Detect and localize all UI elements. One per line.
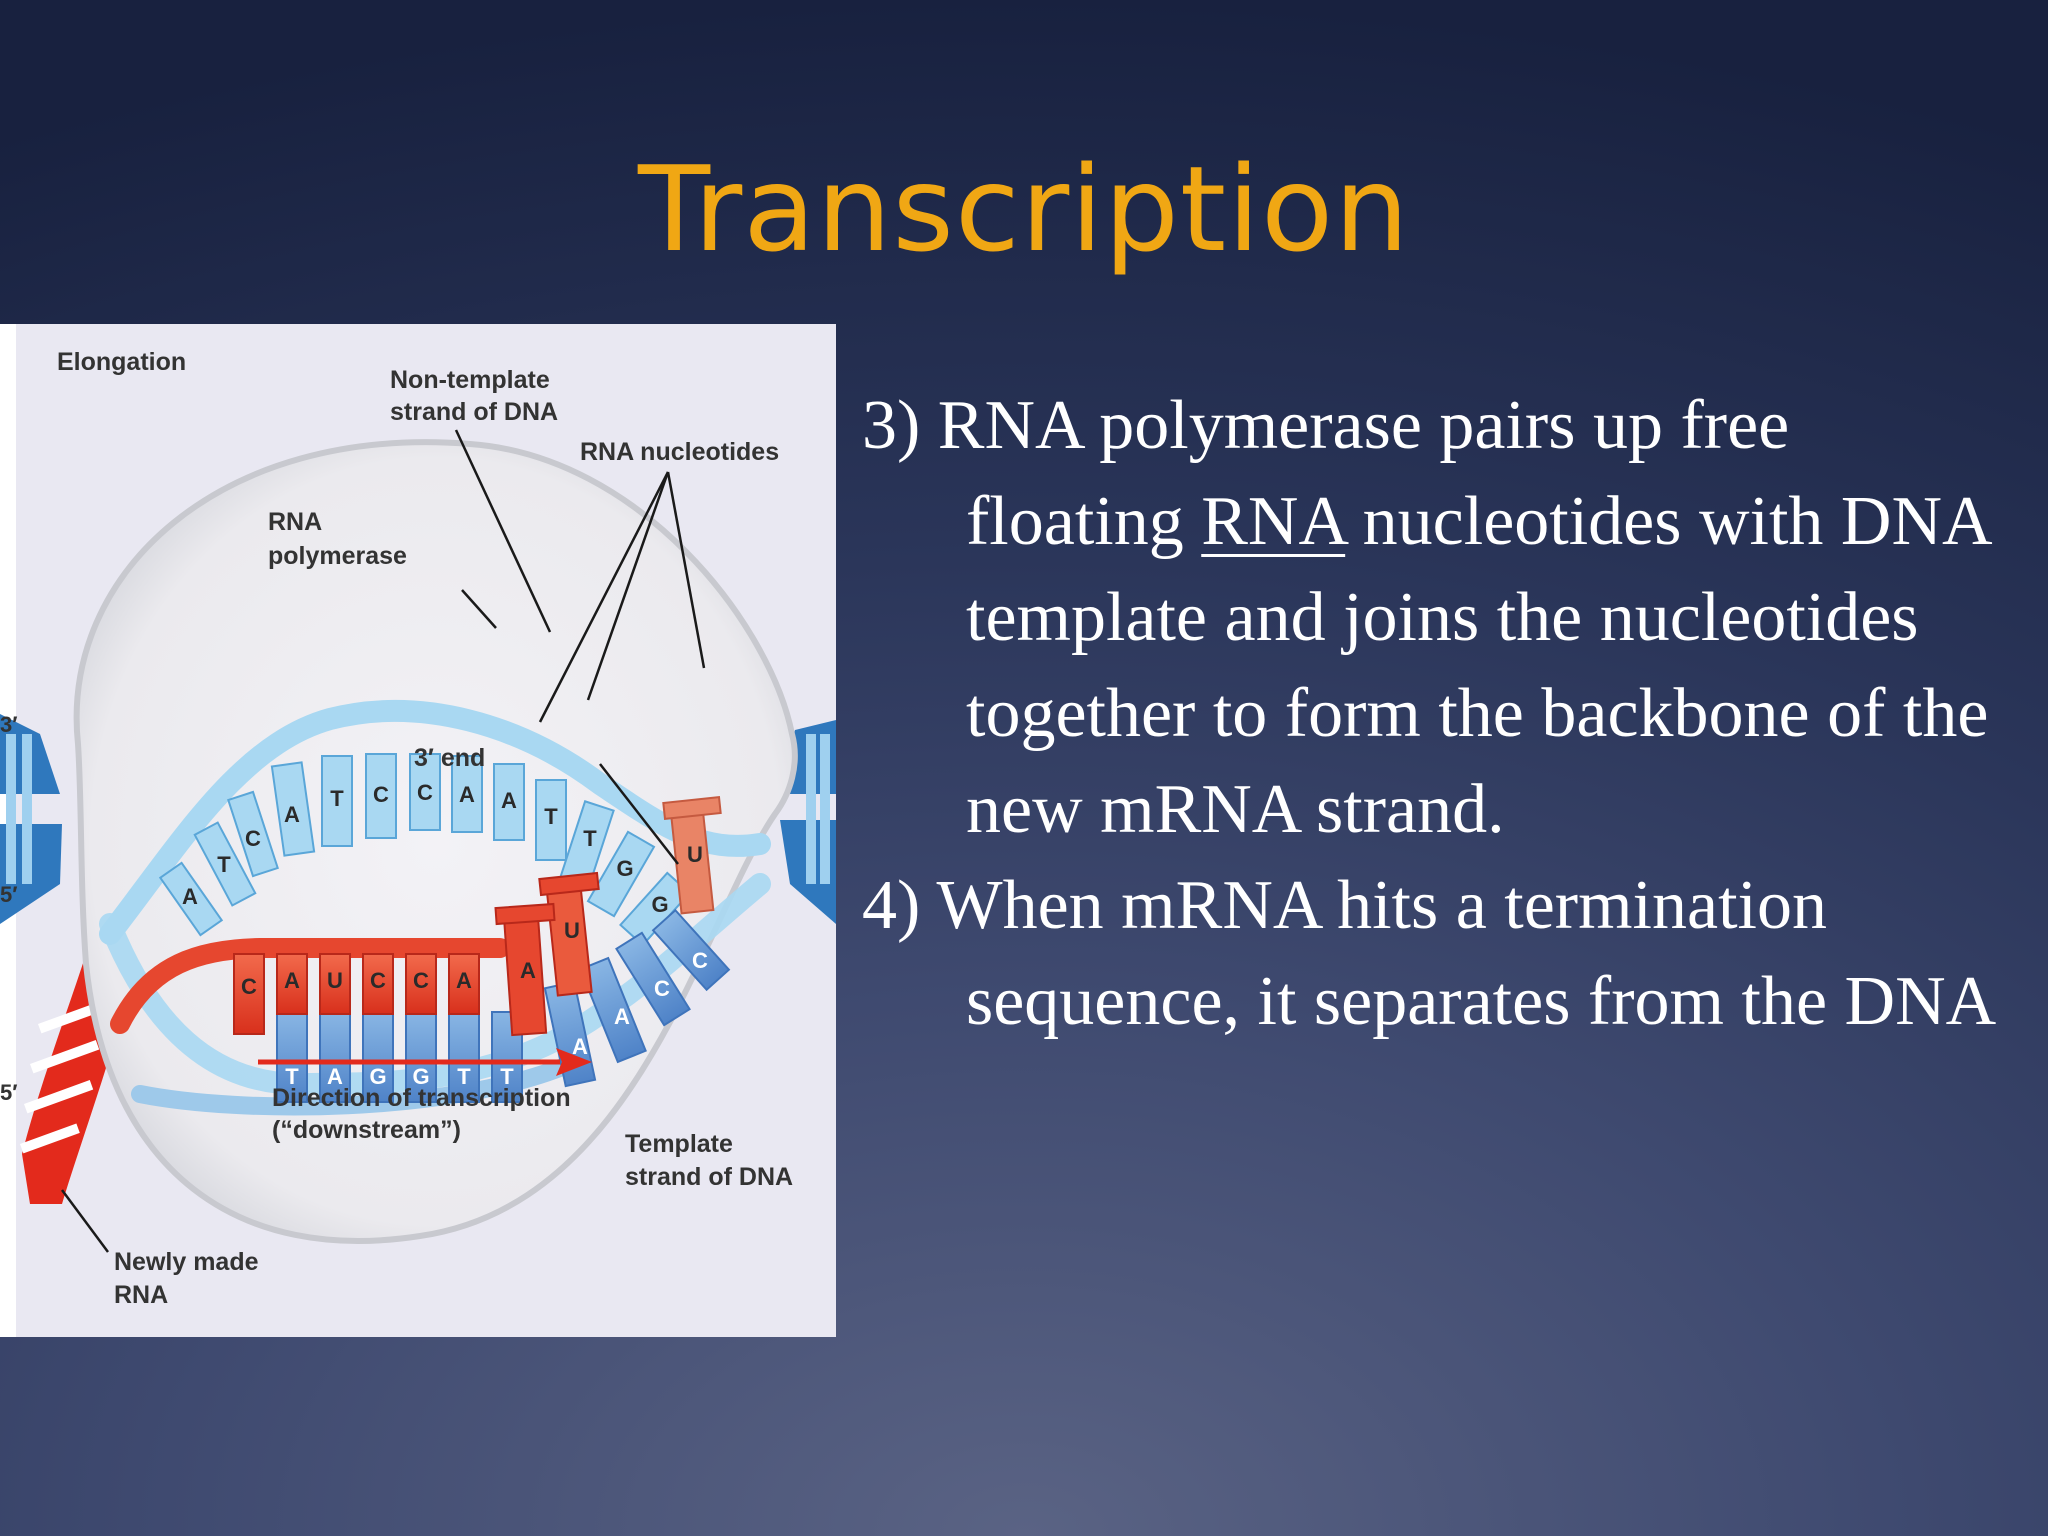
rna-base-letter: C <box>241 974 257 999</box>
transcription-diagram: A T C A T C C A A T T G G <box>0 324 836 1337</box>
slide-body: 3) RNA polymerase pairs up free floating… <box>862 378 2022 1050</box>
nt-base-letter: A <box>501 788 517 813</box>
downstream-arrowhead <box>556 1048 592 1076</box>
outer-dna-left <box>0 714 62 924</box>
rna-base-letter: U <box>564 918 580 943</box>
non-template-bases <box>158 753 691 947</box>
leader-lines <box>60 429 706 1253</box>
rna-base-letter: C <box>413 968 429 993</box>
free-rna-nucleotide-caps <box>494 796 722 926</box>
nt-base-letter: A <box>284 802 300 827</box>
label-direction-line2: (“downstream”) <box>272 1116 461 1144</box>
strand-end-labels: 3′ 5′ 5′ <box>0 712 18 1105</box>
bullet-3-suffix: nucleotides with DNA template and joins … <box>966 483 1989 848</box>
non-template-backbone <box>99 700 771 945</box>
tmpl-base-letter: A <box>327 1064 343 1089</box>
diagram-labels: Elongation Non-template strand of DNA RN… <box>57 348 793 1309</box>
label-rna-polymerase-line1: RNA <box>268 508 322 536</box>
label-left-3-prime: 3′ <box>0 712 18 737</box>
label-left-5-prime-lower: 5′ <box>0 1080 18 1105</box>
bullet-3-prefix: 3) RNA polymerase pairs up free floating <box>862 387 1790 560</box>
rna-base-letter: A <box>520 958 536 983</box>
label-non-template-line1: Non-template <box>390 366 550 394</box>
label-template-line2: strand of DNA <box>625 1163 793 1191</box>
label-template-line1: Template <box>625 1130 733 1158</box>
nt-base-letter: T <box>583 826 597 851</box>
nt-base-letter: C <box>373 782 389 807</box>
label-left-5-prime-upper: 5′ <box>0 882 18 907</box>
nt-base-letter: T <box>330 786 344 811</box>
tmpl-base-letter: T <box>457 1064 471 1089</box>
tmpl-base-letter: C <box>654 976 670 1001</box>
bullet-step-4: 4) When mRNA hits a termination sequence… <box>862 867 1997 1040</box>
nt-base-letter: C <box>417 780 433 805</box>
label-rna-nucleotides: RNA nucleotides <box>580 438 779 466</box>
label-newly-made-line1: Newly made <box>114 1248 259 1276</box>
tmpl-base-letter: G <box>412 1064 429 1089</box>
rna-base-letter: U <box>327 968 343 993</box>
rna-base-letter: A <box>284 968 300 993</box>
slide-title: Transcription <box>638 140 1410 278</box>
label-rna-polymerase-line2: polymerase <box>268 542 407 570</box>
label-3-prime-end: 3′ end <box>414 744 485 772</box>
rna-base-letter: A <box>456 968 472 993</box>
rna-base-letter: U <box>687 842 703 867</box>
tmpl-base-letter: T <box>500 1064 514 1089</box>
rna-base-letters: C A U C C A A U U <box>241 842 703 999</box>
template-bases <box>276 908 731 1103</box>
nt-base-letter: C <box>245 826 261 851</box>
label-elongation: Elongation <box>57 348 186 376</box>
nt-base-letter: G <box>651 892 668 917</box>
nt-base-letter: A <box>459 782 475 807</box>
nt-base-letter: A <box>182 884 198 909</box>
nt-base-letter: G <box>616 856 633 881</box>
transcription-diagram-svg: A T C A T C C A A T T G G <box>0 324 836 1337</box>
rna-base-letter: C <box>370 968 386 993</box>
tmpl-base-letter: A <box>572 1034 588 1059</box>
tmpl-base-letter: C <box>692 948 708 973</box>
tmpl-base-letter: T <box>285 1064 299 1089</box>
bullet-3-underlined-rna: RNA <box>1201 483 1346 560</box>
non-template-base-letters: A T C A T C C A A T T G G <box>182 780 669 917</box>
label-direction-line1: Direction of transcription <box>272 1084 571 1112</box>
template-letter-set: T A G G T T A A C C <box>285 948 708 1089</box>
tmpl-base-letter: A <box>614 1004 630 1029</box>
rna-backbone <box>110 938 510 1034</box>
rna-bases <box>233 805 715 1037</box>
bullet-step-3: 3) RNA polymerase pairs up free floating… <box>862 378 2022 858</box>
tmpl-base-letter: G <box>369 1064 386 1089</box>
nt-base-letter: T <box>544 804 558 829</box>
label-non-template-line2: strand of DNA <box>390 398 558 426</box>
label-newly-made-line2: RNA <box>114 1281 168 1309</box>
nt-base-letter: T <box>217 852 231 877</box>
